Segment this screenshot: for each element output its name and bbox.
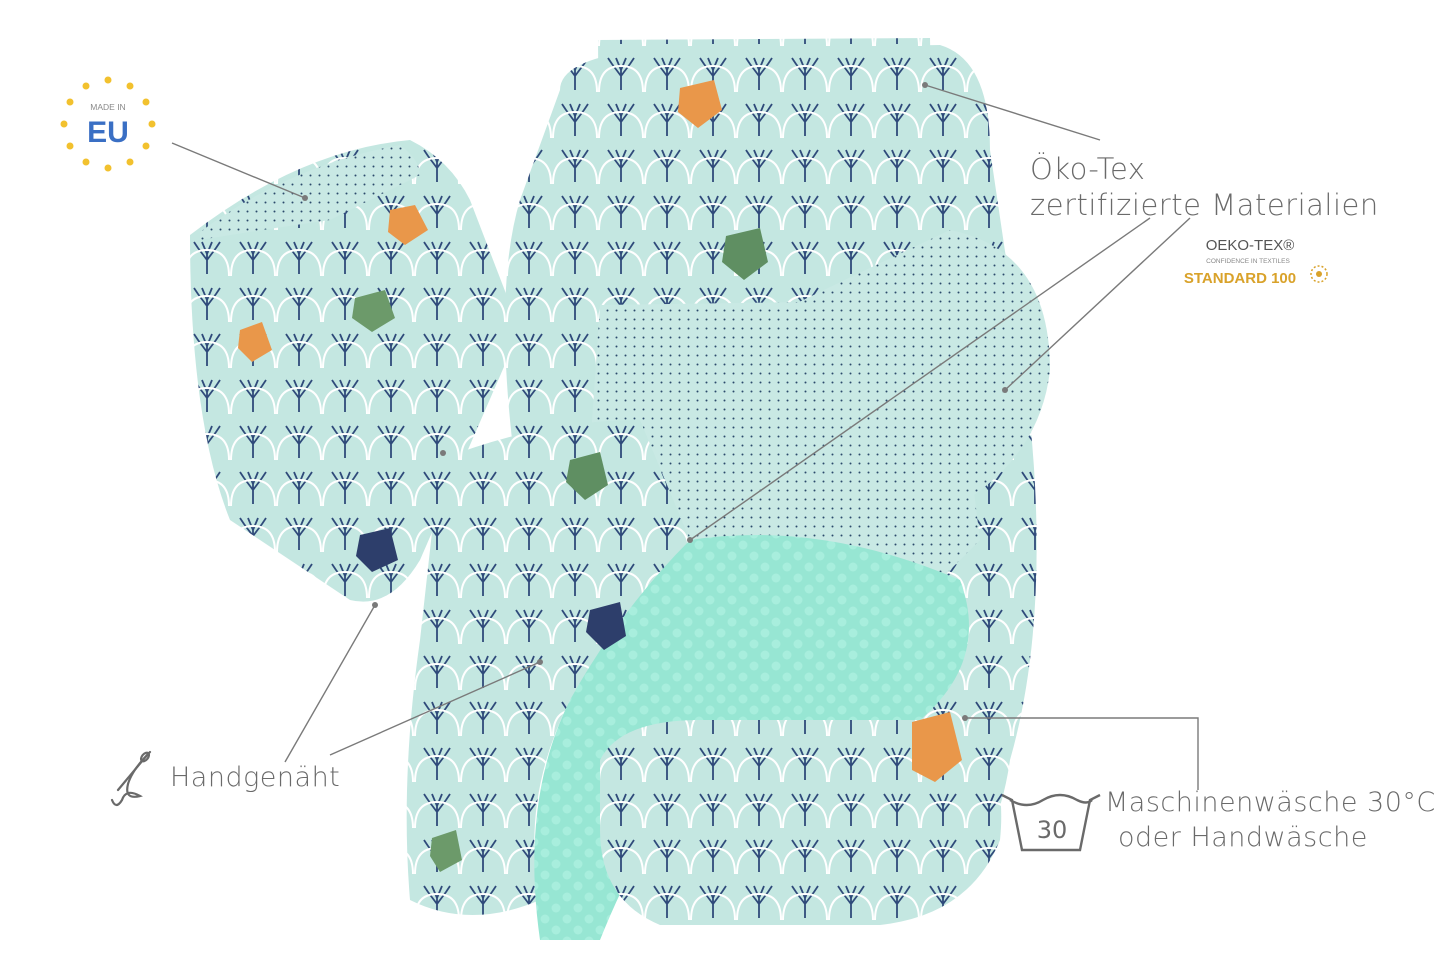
oeko-flower-icon [1310,265,1328,283]
wash-tub-icon: 30 [1001,793,1101,852]
oeko-tex-subtitle: zertifizierte Materialien [1030,188,1379,222]
dotted-flap [600,230,1050,546]
callout-lines [171,84,1199,790]
needle-thread-icon [110,750,152,807]
wash-instruction-line2: oder Handwäsche [1118,822,1368,853]
oeko-confidence-text: CONFIDENCE IN TEXTILES [1206,258,1290,265]
oeko-tex-badge: OEKO-TEX® CONFIDENCE IN TEXTILES STANDAR… [1184,237,1328,287]
made-in-eu-badge: MADE IN EU [60,76,156,172]
nest-front [600,720,1002,925]
hand-sewn-label: Handgenäht [170,762,341,793]
wash-instruction-line1: Maschinenwäsche 30°C [1105,787,1436,818]
oeko-standard-text: STANDARD 100 [1184,270,1296,287]
eu-big-text: EU [87,116,129,149]
callout-dots [302,82,1008,721]
oeko-tex-title: Öko-Tex [1030,152,1146,186]
made-in-small-text: MADE IN [90,102,125,112]
wash-temp-text: 30 [1037,816,1068,844]
fox-patch [912,712,962,782]
eu-stars-icon [60,76,156,172]
oeko-brand-text: OEKO-TEX® [1206,237,1295,254]
